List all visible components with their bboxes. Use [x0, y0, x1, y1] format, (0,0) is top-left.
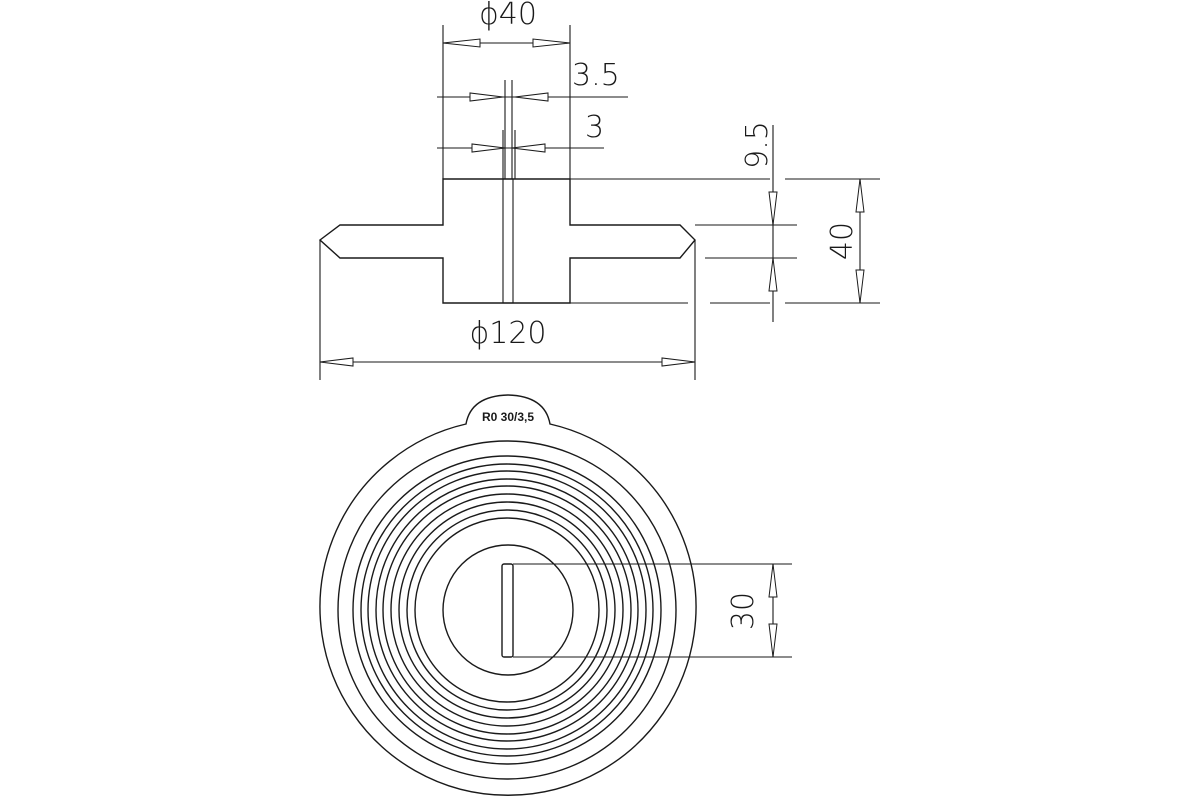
dim-flange-diameter: ϕ120 — [469, 316, 546, 351]
top-view: R0 30/3,5 30 — [319, 394, 792, 796]
dim-height: 40 — [825, 222, 860, 260]
center-slot — [502, 178, 514, 304]
tab-label: R0 30/3,5 — [482, 410, 534, 424]
dim-slot-length: 30 — [726, 592, 761, 630]
flange-section — [318, 178, 696, 304]
dim-slot-inner: 3 — [585, 110, 604, 145]
concentric-ribs — [337, 440, 677, 780]
dim-hub-diameter: ϕ40 — [479, 0, 537, 32]
slot — [501, 563, 514, 658]
dim-flange-offset: 9.5 — [740, 121, 775, 169]
dim-slot-outer: 3.5 — [572, 58, 620, 93]
section-view: ϕ40 3.5 3 9.5 40 ϕ120 — [318, 0, 880, 380]
hub-circle — [442, 544, 574, 676]
outer-rim-with-tab — [319, 394, 697, 796]
